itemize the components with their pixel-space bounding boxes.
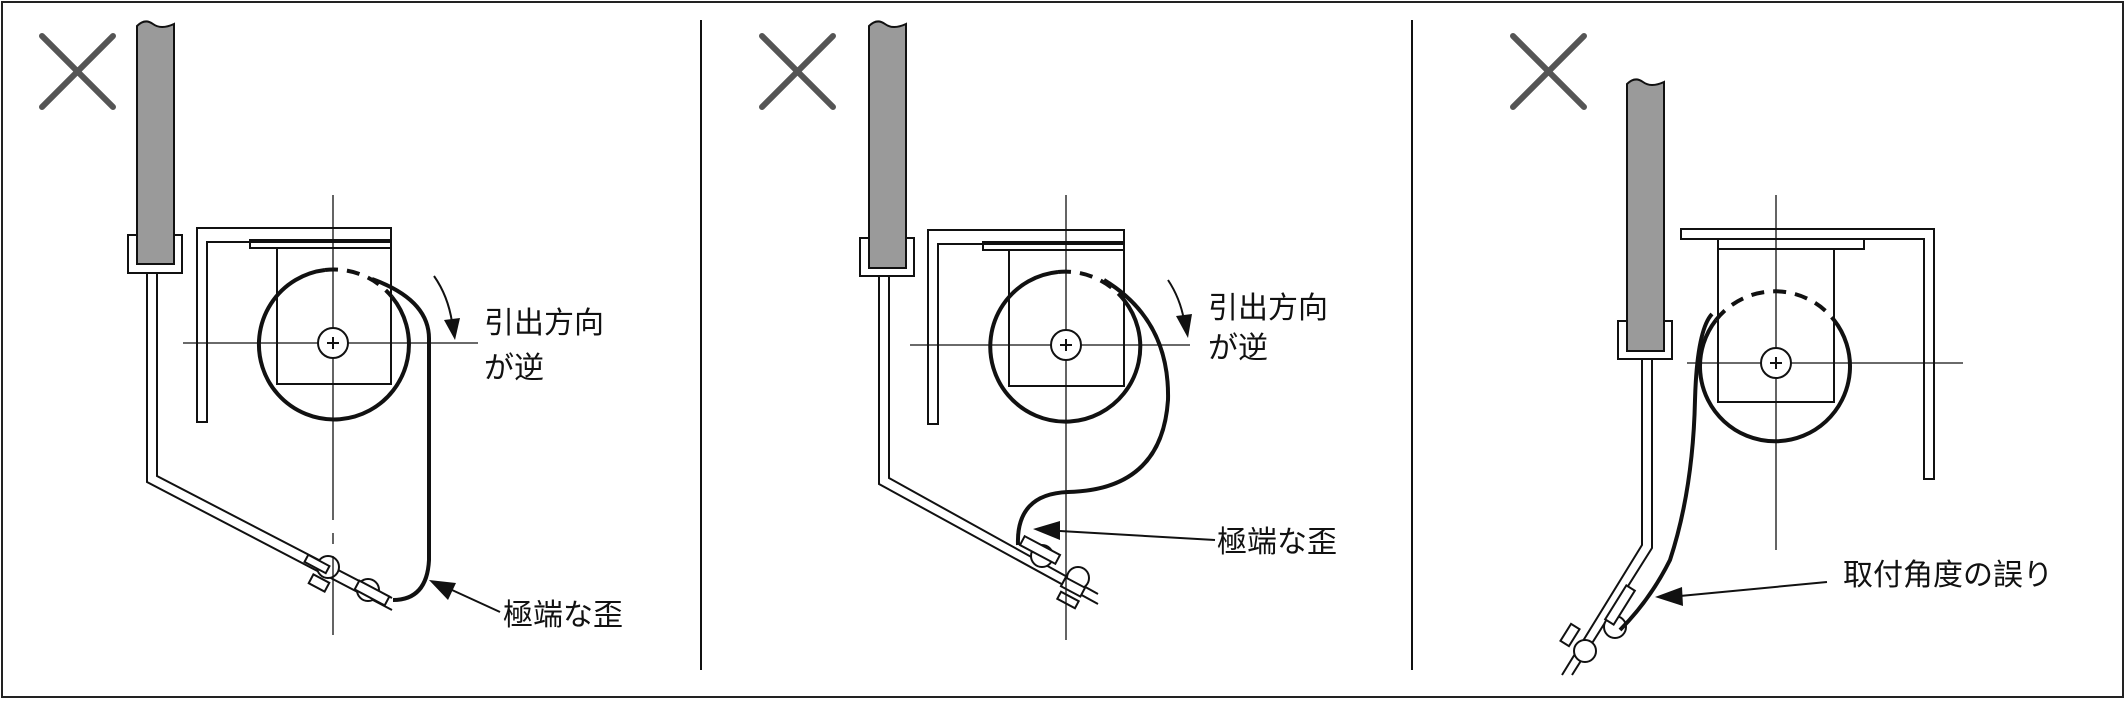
drum — [988, 269, 1143, 424]
bolt-fitting — [303, 553, 391, 607]
label-wrong-mounting-angle: 取付角度の誤り — [1843, 558, 2053, 593]
rod — [859, 20, 1099, 605]
drum — [1698, 289, 1852, 444]
label-pull-direction: 引出方向 — [484, 306, 604, 341]
rod — [127, 20, 393, 611]
panel-3: 取付角度の誤り — [1510, 33, 2053, 676]
label-reversed: が逆 — [484, 351, 544, 386]
drum — [256, 267, 411, 422]
bracket — [196, 227, 392, 423]
bracket — [1680, 228, 1935, 480]
cross-mark-icon — [39, 33, 116, 110]
bolt-fitting — [1559, 584, 1637, 663]
panel-2: 引出方向 が逆 極端な歪 — [759, 20, 1337, 640]
bolt-fitting — [1018, 534, 1090, 610]
label-extreme-distortion: 極端な歪 — [1217, 525, 1337, 560]
rod — [1561, 78, 1673, 676]
label-reversed: が逆 — [1208, 331, 1268, 366]
cross-mark-icon — [1510, 33, 1587, 110]
label-extreme-distortion: 極端な歪 — [503, 598, 623, 633]
panel-1: 引出方向 が逆 極端な歪 — [39, 20, 623, 635]
bracket — [927, 229, 1125, 425]
label-pull-direction: 引出方向 — [1208, 291, 1328, 326]
cross-mark-icon — [759, 33, 836, 110]
